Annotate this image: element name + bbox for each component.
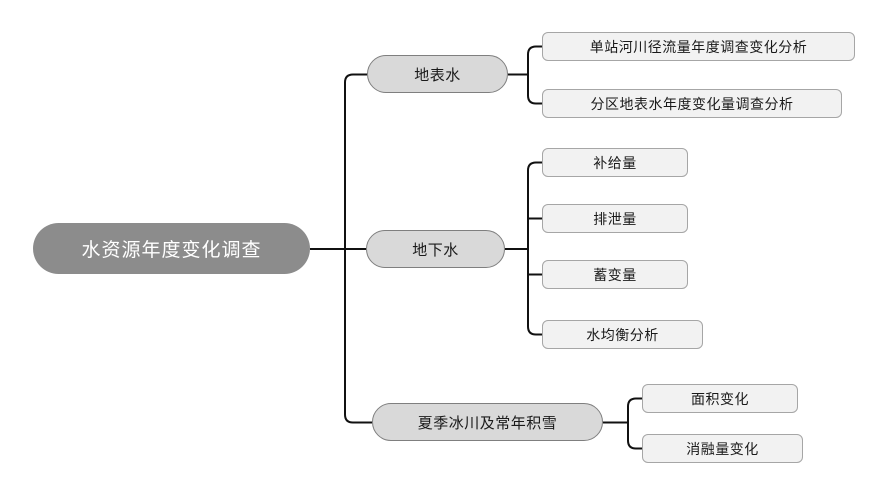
- branch-node-label: 夏季冰川及常年积雪: [417, 414, 558, 432]
- root-node-water-resources[interactable]: 水资源年度变化调查: [33, 223, 310, 274]
- leaf-node-label: 单站河川径流量年度调查变化分析: [589, 38, 808, 55]
- branch-node-label: 地表水: [414, 66, 461, 84]
- branch-node-surface-water[interactable]: 地表水: [367, 55, 508, 93]
- leaf-node-label: 面积变化: [691, 390, 749, 407]
- leaf-node-recharge[interactable]: 补给量: [542, 148, 688, 177]
- leaf-node-label: 补给量: [593, 154, 637, 171]
- leaf-node-label: 蓄变量: [593, 266, 637, 283]
- leaf-node-label: 分区地表水年度变化量调查分析: [590, 95, 794, 112]
- leaf-node-water-balance-analysis[interactable]: 水均衡分析: [542, 320, 703, 349]
- leaf-node-label: 排泄量: [593, 210, 637, 227]
- branch-node-glacier-snow[interactable]: 夏季冰川及常年积雪: [372, 403, 603, 441]
- leaf-node-discharge[interactable]: 排泄量: [542, 204, 688, 233]
- leaf-node-storage-change[interactable]: 蓄变量: [542, 260, 688, 289]
- leaf-node-station-runoff-analysis[interactable]: 单站河川径流量年度调查变化分析: [542, 32, 855, 61]
- branch-node-label: 地下水: [412, 241, 459, 259]
- root-node-label: 水资源年度变化调查: [81, 240, 262, 261]
- leaf-node-label: 水均衡分析: [586, 326, 659, 343]
- leaf-node-regional-surface-water-analysis[interactable]: 分区地表水年度变化量调查分析: [542, 89, 842, 118]
- leaf-node-label: 消融量变化: [686, 440, 759, 457]
- branch-node-groundwater[interactable]: 地下水: [366, 230, 505, 268]
- leaf-node-area-change[interactable]: 面积变化: [642, 384, 798, 413]
- leaf-node-ablation-change[interactable]: 消融量变化: [642, 434, 803, 463]
